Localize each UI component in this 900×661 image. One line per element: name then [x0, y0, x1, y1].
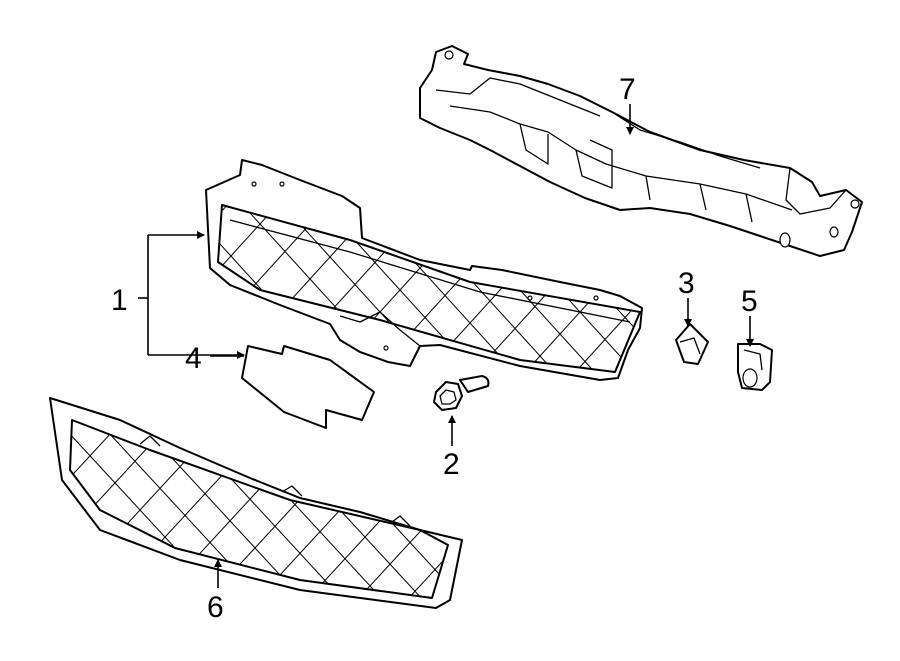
callout-3: 3 [678, 267, 695, 300]
callout-labels: 1 2 3 4 5 6 7 [111, 73, 758, 624]
bolt-part [433, 375, 490, 411]
callout-6: 6 [207, 591, 224, 624]
callout-7: 7 [619, 73, 636, 106]
retainer-clip-part [675, 323, 709, 365]
callout-4: 4 [185, 342, 202, 375]
lower-grille-part [49, 397, 463, 609]
callout-5: 5 [741, 285, 758, 318]
bracket-clip-part [737, 343, 773, 391]
upper-reinforcement-part [419, 45, 863, 257]
callout-1: 1 [111, 284, 128, 317]
callout-2: 2 [443, 448, 460, 481]
emblem-part [241, 345, 375, 429]
leader-lines [138, 104, 754, 588]
